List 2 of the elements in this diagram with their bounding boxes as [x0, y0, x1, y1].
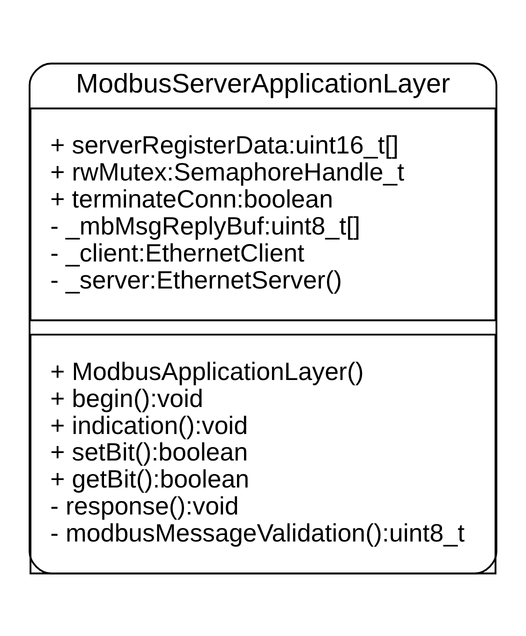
node-box: + ModbusApplicationLayer() + begin():void + indication():void + setBit():boolean + getBit():boolean - response():void - modbusMessageValidation():uint8_t: [30, 333, 496, 574]
node-box: + serverRegisterData:uint16_t[] + rwMutex:SemaphoreHandle_t + terminateConn:boolean - _mbMsgReplyBuf:uint8_t[] - _client:EthernetClient - _server:EthernetServer(): [30, 107, 496, 321]
